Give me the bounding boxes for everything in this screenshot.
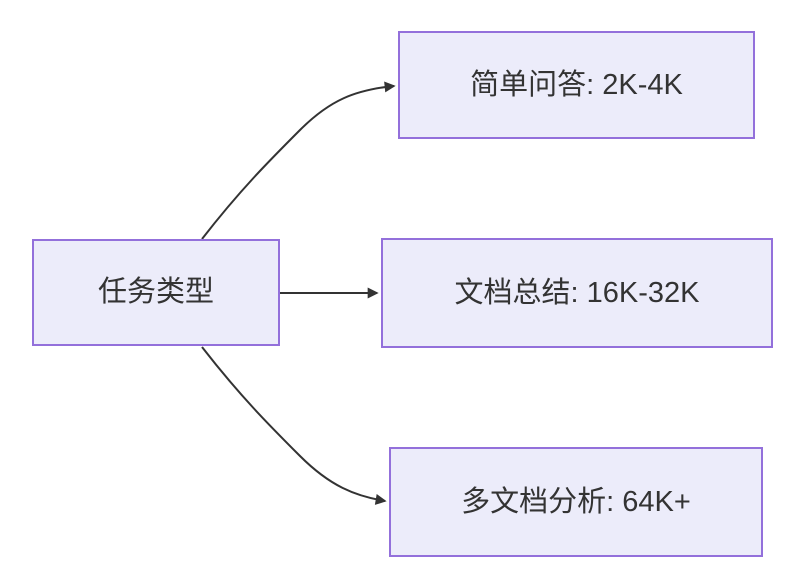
node-simple-qa: 简单问答: 2K-4K bbox=[398, 31, 755, 139]
node-doc-summary: 文档总结: 16K-32K bbox=[381, 238, 773, 348]
node-multi-doc-analysis: 多文档分析: 64K+ bbox=[389, 447, 763, 557]
edge-root-to-simple-qa bbox=[201, 81, 396, 240]
node-task-type-label: 任务类型 bbox=[97, 276, 214, 309]
node-doc-summary-label: 文档总结: 16K-32K bbox=[454, 276, 700, 309]
edge-root-to-multi-doc bbox=[201, 346, 387, 505]
node-task-type: 任务类型 bbox=[32, 239, 280, 346]
node-multi-doc-analysis-label: 多文档分析: 64K+ bbox=[461, 485, 691, 518]
node-simple-qa-label: 简单问答: 2K-4K bbox=[470, 68, 683, 101]
